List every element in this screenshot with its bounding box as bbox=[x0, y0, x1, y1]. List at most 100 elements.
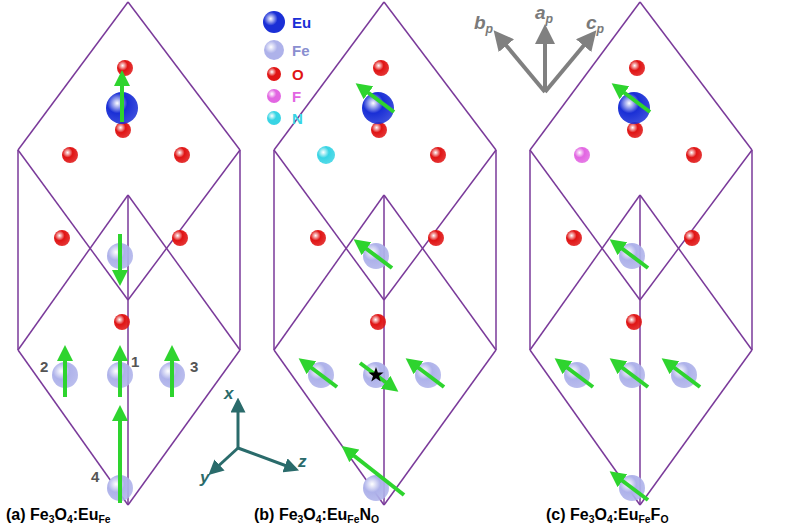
cell-edge bbox=[274, 195, 384, 350]
label-text: :Eu bbox=[322, 506, 348, 523]
spin-arrow bbox=[618, 88, 650, 112]
legend-text: O bbox=[292, 66, 304, 83]
spin-arrow bbox=[348, 451, 404, 495]
cell-edge bbox=[530, 195, 640, 350]
spin-arrow bbox=[362, 88, 394, 112]
label-text: (c) Fe bbox=[546, 506, 589, 523]
axis-label: z bbox=[298, 452, 307, 472]
spin-arrow bbox=[412, 363, 444, 387]
label-text: (a) Fe bbox=[6, 506, 49, 523]
axis-label: bp bbox=[474, 12, 493, 36]
unit-cell bbox=[530, 2, 752, 505]
label-text: Fe bbox=[638, 514, 650, 525]
axis-arrow bbox=[238, 448, 292, 468]
label-text: :Eu bbox=[613, 506, 639, 523]
label-text: :Eu bbox=[73, 506, 99, 523]
callout-number: 3 bbox=[190, 358, 198, 375]
spin-arrow bbox=[118, 353, 122, 397]
cell-edge bbox=[640, 2, 752, 150]
axis-label: x bbox=[224, 384, 233, 404]
axis-label: cp bbox=[586, 12, 604, 36]
atom bbox=[54, 230, 70, 246]
label-text: 4 bbox=[67, 514, 73, 525]
label-text: p bbox=[546, 12, 554, 26]
atom bbox=[428, 230, 444, 246]
label-text: x bbox=[224, 384, 233, 403]
cell-edge bbox=[529, 150, 531, 350]
label-text: p bbox=[486, 22, 494, 36]
axis-label: ap bbox=[535, 2, 553, 26]
cell-edge bbox=[640, 350, 752, 505]
label-text: 4 bbox=[607, 514, 613, 525]
axis-arrow bbox=[237, 405, 240, 448]
label-text: 3 bbox=[589, 514, 595, 525]
atom bbox=[117, 60, 133, 76]
spin-arrow bbox=[305, 363, 337, 387]
axis-arrow bbox=[500, 38, 545, 92]
atom bbox=[310, 230, 326, 246]
axis-arrow bbox=[543, 34, 547, 92]
axis-arrow bbox=[545, 38, 590, 92]
cell-edge bbox=[384, 150, 496, 300]
spin-arrow bbox=[561, 363, 593, 387]
cell-edge bbox=[18, 150, 128, 300]
cell-edge bbox=[18, 195, 128, 350]
unit-cell bbox=[18, 2, 240, 505]
legend-swatch bbox=[262, 38, 286, 62]
label-text: b bbox=[474, 12, 486, 33]
label-text: c bbox=[586, 12, 597, 33]
atom bbox=[373, 60, 389, 76]
label-text: y bbox=[200, 468, 209, 487]
legend-swatch bbox=[262, 10, 286, 34]
atom bbox=[684, 230, 700, 246]
label-text: O bbox=[54, 506, 66, 523]
cell-edge bbox=[128, 150, 240, 300]
callout-number: 1 bbox=[131, 353, 139, 370]
label-text: 3 bbox=[190, 358, 198, 375]
cell-edge bbox=[384, 195, 496, 350]
star-marker bbox=[368, 367, 383, 382]
atom bbox=[574, 147, 590, 163]
label-text: O bbox=[660, 514, 668, 525]
label-text: z bbox=[298, 452, 307, 471]
label-text: Fe bbox=[347, 514, 359, 525]
label-text: Fe bbox=[98, 514, 110, 525]
spin-arrow bbox=[668, 363, 700, 387]
cell-edge bbox=[128, 2, 240, 150]
panel-caption: (b) Fe3O4:EuFeNO bbox=[254, 506, 379, 525]
label-text: 3 bbox=[298, 514, 304, 525]
cell-edge bbox=[18, 2, 128, 150]
spin-arrow bbox=[360, 363, 392, 387]
label-text: N bbox=[359, 506, 371, 523]
spin-arrow bbox=[120, 78, 124, 122]
atom bbox=[62, 147, 78, 163]
cell-edge bbox=[274, 150, 384, 300]
cell-edge bbox=[384, 2, 496, 150]
legend-swatch bbox=[262, 84, 286, 108]
atom bbox=[370, 314, 386, 330]
label-text: 2 bbox=[40, 358, 48, 375]
legend-text: F bbox=[292, 88, 301, 105]
cell-edge bbox=[640, 195, 752, 350]
label-text: O bbox=[303, 506, 315, 523]
label-text: O bbox=[371, 514, 379, 525]
legend-swatch bbox=[262, 62, 286, 86]
cell-edge bbox=[273, 150, 275, 350]
spin-arrow bbox=[63, 353, 67, 397]
label-text: p bbox=[597, 22, 605, 36]
cell-edge bbox=[383, 195, 385, 505]
cell-edge bbox=[128, 350, 240, 505]
atom bbox=[430, 147, 446, 163]
atom bbox=[172, 230, 188, 246]
axis-label: y bbox=[200, 468, 209, 488]
atom bbox=[371, 122, 387, 138]
label-text: 1 bbox=[131, 353, 139, 370]
atom bbox=[566, 230, 582, 246]
callout-number: 2 bbox=[40, 358, 48, 375]
cell-edge bbox=[127, 195, 129, 505]
spin-arrow bbox=[360, 244, 392, 268]
unit-cell bbox=[274, 2, 496, 505]
cell-edge bbox=[640, 150, 752, 300]
label-text: 4 bbox=[316, 514, 322, 525]
